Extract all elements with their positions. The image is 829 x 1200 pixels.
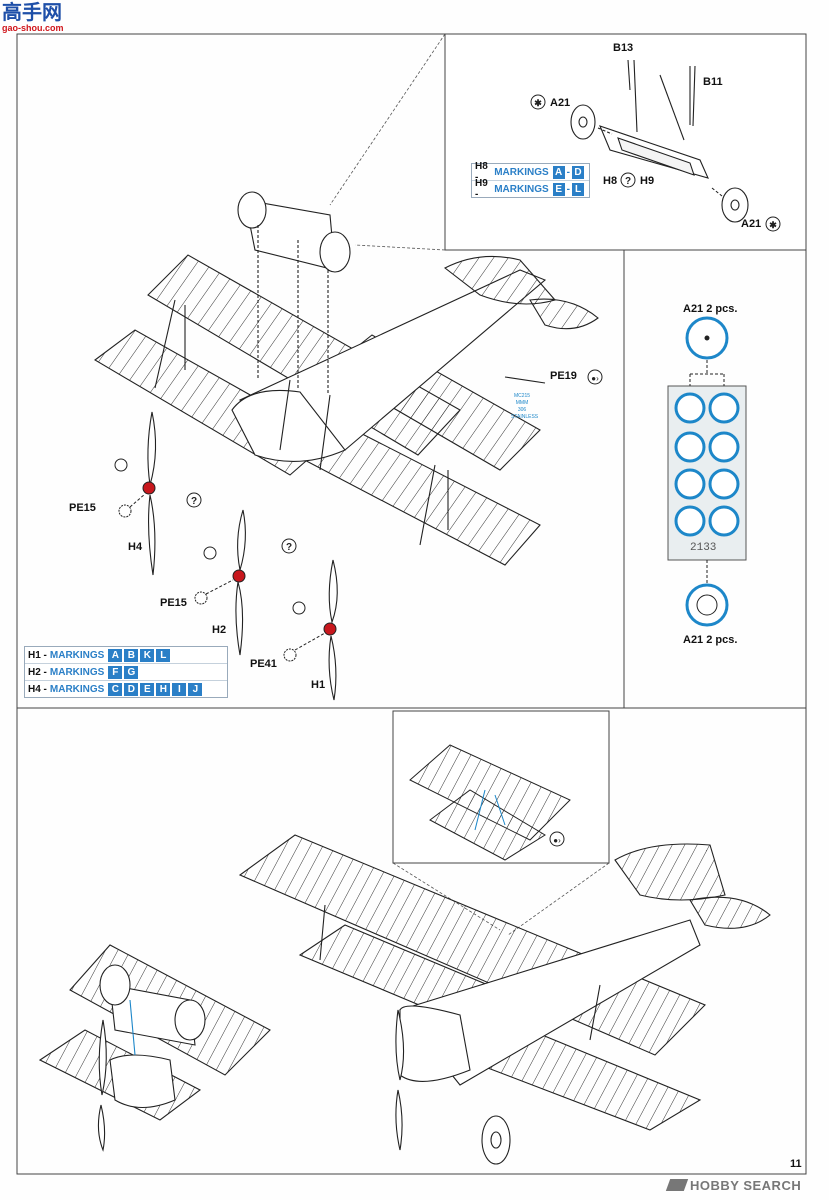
part-label-a21-bottom: A21 xyxy=(741,218,762,230)
part-label-h1: H1 xyxy=(311,679,326,691)
markings-row-h2: H2 - MARKINGS F G xyxy=(25,664,227,681)
mc-tag-line: MC215 xyxy=(513,393,531,399)
part-label-h8: H8 xyxy=(603,175,618,187)
pe-sheet xyxy=(667,316,747,627)
axle-detail xyxy=(570,59,749,223)
svg-text:●›: ●› xyxy=(553,836,561,845)
marking-code: K xyxy=(140,648,155,662)
propeller-markings-table: H1 - MARKINGS A B K L H2 - MARKINGS F G … xyxy=(24,646,228,698)
propeller-h1 xyxy=(328,559,338,701)
markings-part-id: H1 - xyxy=(28,649,47,661)
marking-code: L xyxy=(572,182,584,196)
svg-text:?: ? xyxy=(191,496,197,507)
markings-row-h1: H1 - MARKINGS A B K L xyxy=(25,647,227,664)
mc-tag-line: STAINLESS xyxy=(511,414,539,420)
mc-tag-line: 306 xyxy=(517,407,527,413)
site-logo-url: gao-shou.com xyxy=(2,23,64,33)
site-logo-text: 高手网 xyxy=(2,0,62,24)
watermark-text: HOBBY SEARCH xyxy=(690,1177,802,1193)
markings-part-id: H8 - xyxy=(475,161,488,183)
markings-word: MARKINGS xyxy=(494,183,549,195)
marking-code: C xyxy=(108,682,123,696)
marking-code: B xyxy=(124,648,139,662)
markings-row-h9: H9 - MARKINGS E - L xyxy=(472,178,589,200)
svg-text:✱: ✱ xyxy=(769,220,777,230)
part-label-h4: H4 xyxy=(128,541,143,553)
front-closeup xyxy=(38,944,271,1152)
propeller-h4 xyxy=(147,411,157,576)
svg-text:●›: ●› xyxy=(591,374,599,383)
svg-text:?: ? xyxy=(286,542,292,553)
markings-part-id: H4 - xyxy=(28,683,47,695)
part-label-h2: H2 xyxy=(212,624,227,636)
markings-word: MARKINGS xyxy=(49,649,105,661)
page-frame xyxy=(16,33,807,1175)
markings-part-id: H9 - xyxy=(475,178,488,200)
marking-code: A xyxy=(552,165,565,179)
part-label-pe15-b: PE15 xyxy=(160,597,187,609)
mc-tag-line: MMM xyxy=(515,400,529,406)
upper-biplane xyxy=(94,191,599,566)
marking-code: A xyxy=(108,648,123,662)
markings-row-h4: H4 - MARKINGS C D E H I J xyxy=(25,681,227,697)
svg-text:?: ? xyxy=(625,176,631,187)
watermark: HOBBY SEARCH xyxy=(665,1175,802,1195)
completed-biplane xyxy=(238,834,771,1165)
marking-code: H xyxy=(156,682,171,696)
watermark-icon xyxy=(665,1179,689,1191)
pe-sheet-label-top: A21 2 pcs. xyxy=(683,303,738,315)
mc-tag: MC215 MMM 306 STAINLESS xyxy=(511,393,539,421)
marking-code: F xyxy=(108,665,123,679)
part-label-a21-top: A21 xyxy=(550,97,571,109)
pe-sheet-label-bottom: A21 2 pcs. xyxy=(683,634,738,646)
page-number: 11 xyxy=(790,1158,802,1170)
marking-code: D xyxy=(572,165,584,179)
marking-code: I xyxy=(172,682,187,696)
marking-code: D xyxy=(124,682,139,696)
part-label-b11: B11 xyxy=(703,76,723,88)
marking-code: E xyxy=(552,182,565,196)
marking-code: J xyxy=(188,682,203,696)
part-label-pe15-a: PE15 xyxy=(69,502,96,514)
h8-h9-markings-table: H8 - MARKINGS A - D H9 - MARKINGS E - L xyxy=(471,161,590,200)
markings-word: MARKINGS xyxy=(494,166,549,178)
markings-part-id: H2 - xyxy=(28,666,47,678)
marking-code: G xyxy=(124,665,139,679)
part-label-pe41: PE41 xyxy=(250,658,277,670)
marking-code: E xyxy=(140,682,155,696)
pe-sheet-number: 2133 xyxy=(690,542,717,554)
part-label-b13: B13 xyxy=(613,42,634,54)
site-logo: 高手网 gao-shou.com xyxy=(2,2,72,38)
markings-word: MARKINGS xyxy=(49,666,105,678)
part-label-h9: H9 xyxy=(640,175,655,187)
marking-code: L xyxy=(156,648,171,662)
part-label-pe19: PE19 xyxy=(550,370,577,382)
svg-text:✱: ✱ xyxy=(534,98,542,108)
markings-row-h8: H8 - MARKINGS A - D xyxy=(472,161,589,183)
markings-word: MARKINGS xyxy=(49,683,105,695)
propeller-h2 xyxy=(235,509,246,656)
